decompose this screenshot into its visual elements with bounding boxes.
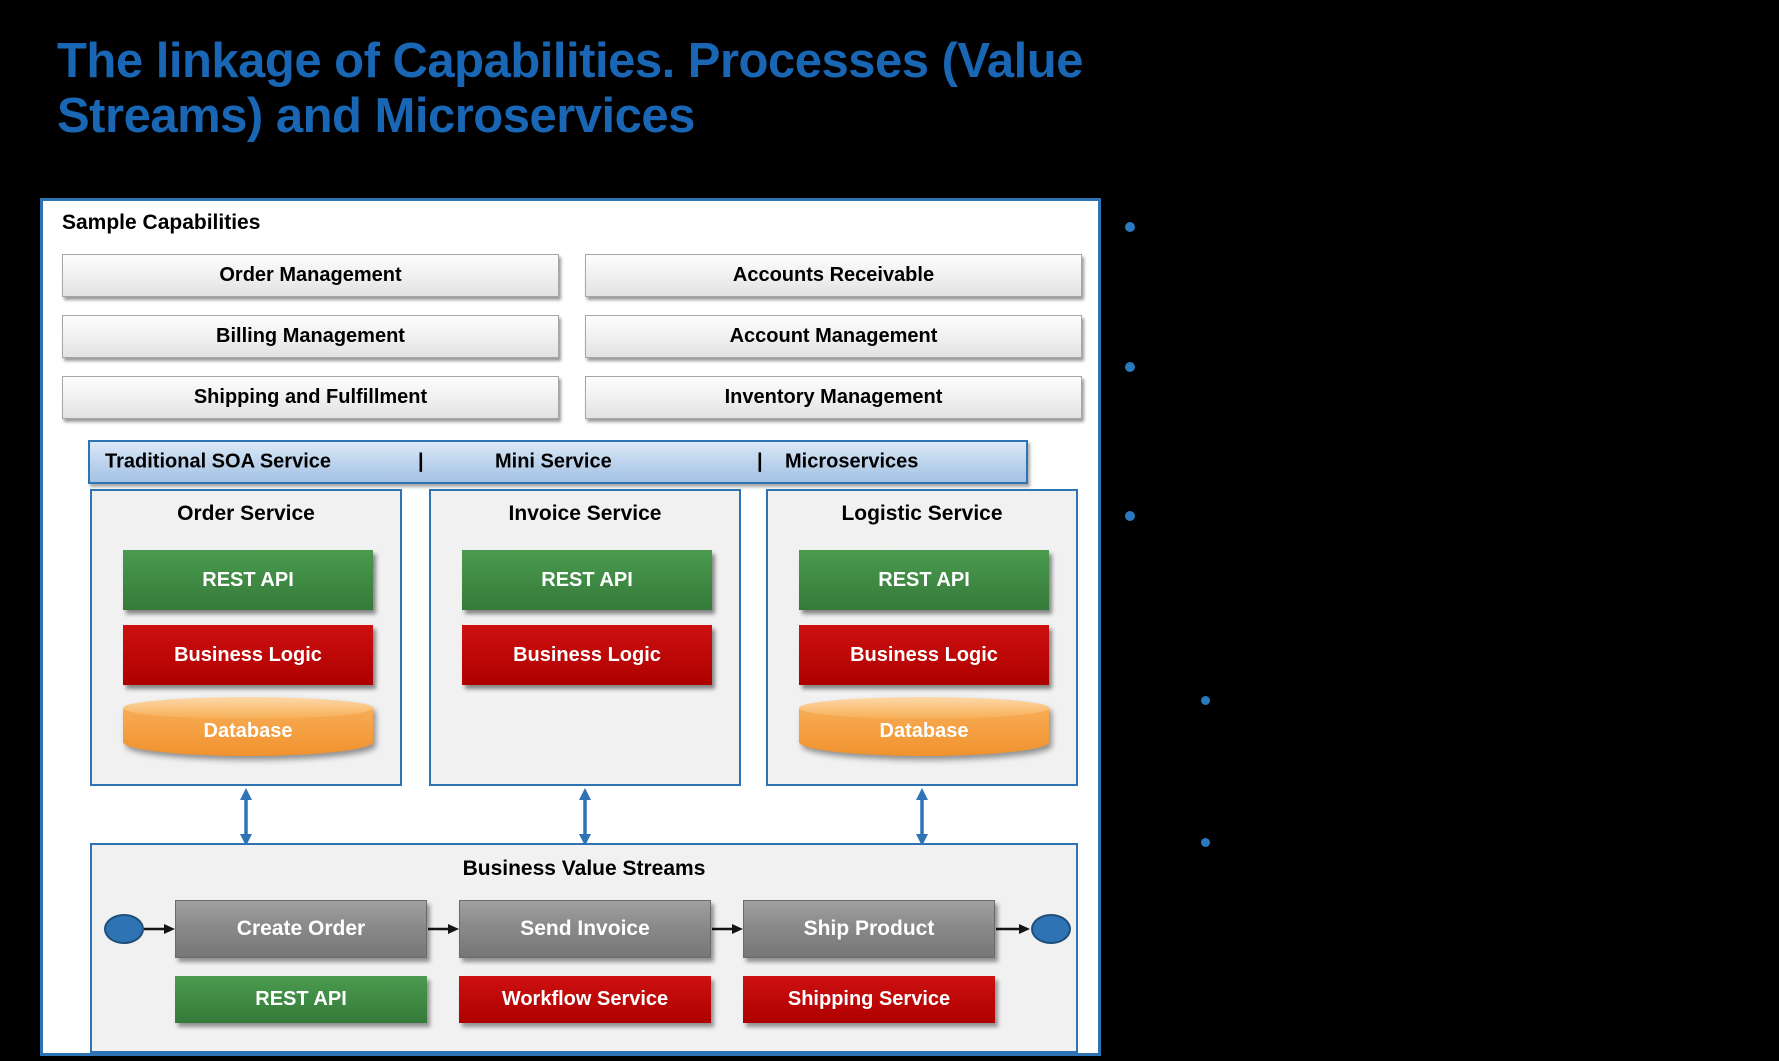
rest-api-box: REST API [123, 550, 373, 610]
impl-rest-api: REST API [175, 976, 427, 1023]
bullet-marker [1125, 362, 1135, 372]
service-card-logistic: Logistic Service REST API Business Logic… [766, 489, 1078, 786]
band-label-microservices: Microservices [785, 450, 919, 473]
value-streams-title: Business Value Streams [462, 857, 706, 880]
rest-api-box: REST API [799, 550, 1049, 610]
start-node [104, 914, 144, 944]
service-card-order: Order Service REST API Business Logic Da… [90, 489, 402, 786]
service-title: Order Service [177, 502, 315, 525]
capability-box-inventory-management: Inventory Management [585, 376, 1082, 419]
band-separator-1: | [418, 450, 424, 473]
capability-box-order-management: Order Management [62, 254, 559, 297]
impl-shipping-service: Shipping Service [743, 976, 995, 1023]
flow-arrow-icon [144, 924, 175, 934]
bullet-marker [1201, 838, 1210, 847]
band-separator-2: | [757, 450, 763, 473]
business-logic-box: Business Logic [799, 625, 1049, 685]
band-label-mini-service: Mini Service [495, 450, 612, 473]
business-logic-box: Business Logic [462, 625, 712, 685]
database-cylinder: Database [123, 697, 373, 757]
bullet-marker [1125, 511, 1135, 521]
rest-api-box: REST API [462, 550, 712, 610]
double-arrow-connector-icon [579, 788, 591, 846]
step-ship-product: Ship Product [743, 900, 995, 958]
impl-workflow-service: Workflow Service [459, 976, 711, 1023]
page-title-line-2: Streams) and Microservices [57, 88, 695, 143]
page-title: The linkage of Capabilities. Processes (… [57, 34, 1357, 144]
step-send-invoice: Send Invoice [459, 900, 711, 958]
service-card-invoice: Invoice Service REST API Business Logic [429, 489, 741, 786]
database-cylinder-top [123, 697, 373, 719]
band-label-traditional-soa: Traditional SOA Service [105, 450, 332, 473]
capability-box-shipping-fulfillment: Shipping and Fulfillment [62, 376, 559, 419]
end-node [1031, 914, 1071, 944]
business-logic-box: Business Logic [123, 625, 373, 685]
database-cylinder: Database [799, 697, 1049, 757]
capability-box-billing-management: Billing Management [62, 315, 559, 358]
page-title-line-1: The linkage of Capabilities. Processes (… [57, 34, 1083, 88]
double-arrow-connector-icon [240, 788, 252, 846]
database-label: Database [879, 719, 969, 742]
double-arrow-connector-icon [916, 788, 928, 846]
step-create-order: Create Order [175, 900, 427, 958]
flow-arrow-icon [428, 924, 459, 934]
service-title: Invoice Service [508, 502, 662, 525]
service-title: Logistic Service [841, 502, 1003, 525]
panel-heading: Sample Capabilities [62, 211, 261, 234]
capabilities-panel: Sample Capabilities Order Management Acc… [40, 198, 1101, 1056]
database-cylinder-top [799, 697, 1049, 719]
database-label: Database [203, 719, 293, 742]
flow-arrow-icon [712, 924, 743, 934]
capability-box-accounts-receivable: Accounts Receivable [585, 254, 1082, 297]
service-types-band: Traditional SOA Service | Mini Service |… [88, 440, 1028, 484]
bullet-marker [1125, 222, 1135, 232]
flow-arrow-icon [996, 924, 1030, 934]
bullet-marker [1201, 696, 1210, 705]
capability-box-account-management: Account Management [585, 315, 1082, 358]
business-value-streams-box: Business Value Streams Create Order Send… [90, 843, 1078, 1053]
